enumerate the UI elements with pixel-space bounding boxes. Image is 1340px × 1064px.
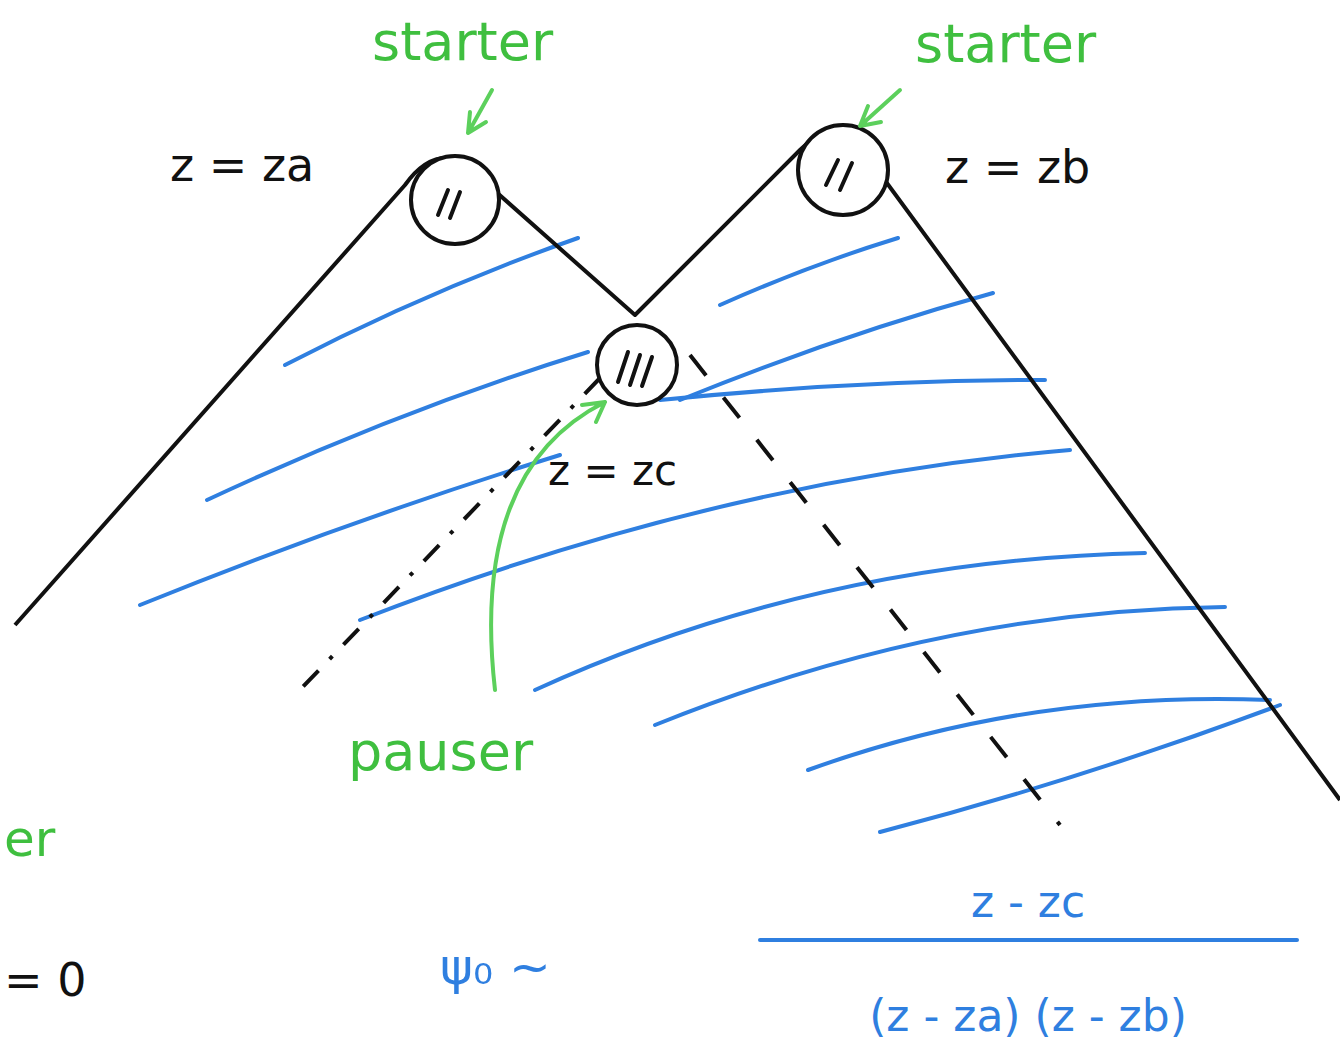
leader-arrows: [468, 90, 900, 690]
circle-hatching: [438, 160, 852, 386]
dashed-line: [690, 355, 1060, 825]
partial-label: er: [4, 812, 55, 867]
callout-label: pauser: [348, 722, 533, 781]
puncture-circles: [411, 125, 888, 405]
formula-numerator: z - zc: [971, 878, 1085, 926]
puncture-label: z = zc: [548, 448, 677, 494]
hatch-lines: [140, 238, 1280, 832]
callout-label: starter: [915, 14, 1096, 73]
formula-denominator: (z - za) (z - zb): [869, 992, 1187, 1040]
callout-label: starter: [372, 12, 553, 71]
fraction-bar: [760, 938, 1297, 942]
formula-lhs: ψ₀ ~: [440, 940, 551, 995]
puncture-label: z = za: [170, 140, 314, 191]
puncture-label: z = zb: [945, 142, 1090, 193]
partial-label: = 0: [4, 955, 86, 1006]
surface-outline: [15, 135, 1340, 800]
dash-dot-line: [295, 378, 600, 695]
